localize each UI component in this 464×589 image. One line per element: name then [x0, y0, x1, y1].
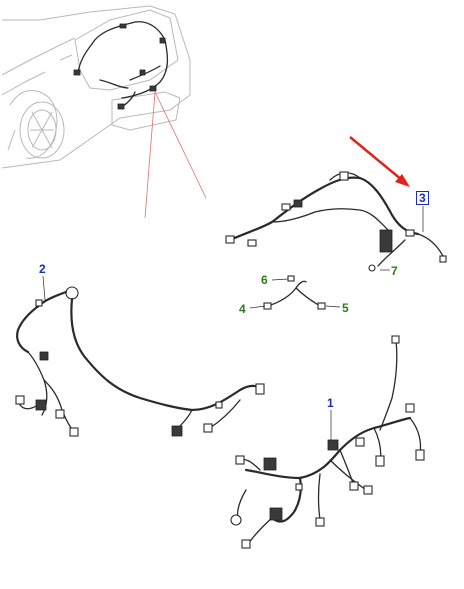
harness-3 — [225, 171, 447, 272]
harness-2 — [15, 286, 265, 437]
harness-4-5-6 — [263, 275, 326, 310]
callout-5: 5 — [342, 301, 349, 315]
vehicle-rear-illustration — [1, 5, 191, 169]
callout-2: 2 — [39, 262, 46, 276]
callout-6: 6 — [261, 273, 268, 287]
harness-1 — [230, 335, 425, 549]
callout-1: 1 — [327, 396, 334, 410]
callout-4: 4 — [239, 302, 246, 316]
callout-3: 3 — [416, 191, 429, 205]
callout-7: 7 — [391, 264, 398, 278]
leader-lines — [144, 91, 207, 219]
callout-leaders — [42, 206, 424, 440]
red-arrow-indicator — [349, 136, 410, 187]
